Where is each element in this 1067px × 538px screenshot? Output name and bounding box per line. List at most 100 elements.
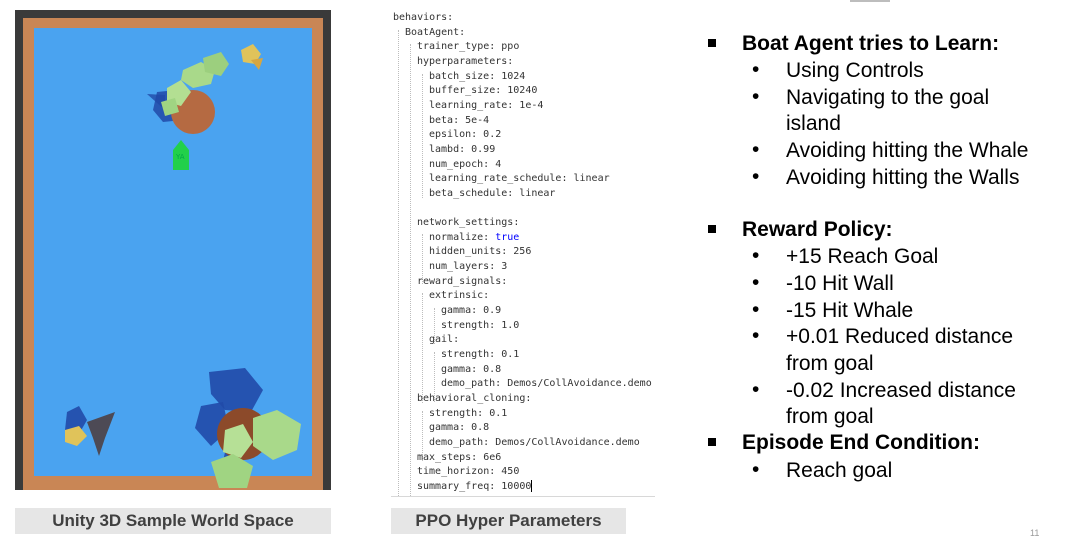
config-line: beta: 5e-4: [429, 114, 489, 129]
whale: [87, 412, 115, 456]
config-line-text: gail:: [429, 334, 460, 346]
config-line-text: summary_freq: 10000: [417, 480, 532, 492]
tree-shadow: [147, 94, 165, 110]
config-line-text: learning_rate: 1e-4: [429, 99, 544, 111]
bullet-text: -10 Hit Wall: [786, 272, 894, 295]
bullet-text: Avoiding hitting the Walls: [786, 166, 1020, 189]
config-line-text: demo_path: Demos/CollAvoidance.demo: [441, 378, 652, 390]
square-bullet-icon: [708, 225, 716, 233]
dot-bullet-icon: •: [752, 85, 760, 108]
config-line-text: hyperparameters:: [417, 55, 514, 67]
bullet-text: from goal: [786, 405, 874, 428]
config-line: strength: 1.0: [441, 319, 519, 334]
game-caption: Unity 3D Sample World Space: [15, 508, 331, 534]
boolean-value: true: [495, 231, 520, 243]
whale-float: [65, 426, 87, 446]
game-view: YA: [15, 10, 331, 490]
bullet-text: Avoiding hitting the Whale: [786, 139, 1029, 162]
dot-bullet-icon: •: [752, 138, 760, 161]
config-line-text: behaviors:: [393, 12, 454, 23]
indent-guide: [434, 308, 435, 344]
config-line: learning_rate: 1e-4: [429, 99, 543, 114]
config-line: extrinsic:: [429, 289, 489, 304]
indent-guide: [434, 352, 435, 402]
whale-float: [241, 44, 261, 64]
bullet-text: -0.02 Increased distance: [786, 379, 1016, 402]
config-line-text: normalize:: [429, 231, 496, 243]
square-bullet-icon: [708, 39, 716, 47]
bullet-text: Navigating to the goal: [786, 86, 990, 109]
slide-number: 11: [1030, 528, 1040, 538]
config-line-text: buffer_size: 10240: [429, 85, 538, 97]
config-line: BoatAgent:: [405, 26, 465, 41]
config-line: strength: 0.1: [429, 407, 507, 422]
dot-bullet-icon: •: [752, 271, 760, 294]
top-decor-line: [850, 0, 890, 2]
config-line: network_settings:: [417, 216, 519, 231]
config-line: buffer_size: 10240: [429, 84, 537, 99]
tree: [223, 424, 253, 458]
config-line: batch_size: 1024: [429, 70, 525, 85]
indent-guide: [410, 44, 411, 496]
config-line: beta_schedule: linear: [429, 187, 555, 202]
config-line: behaviors:: [393, 11, 453, 26]
config-line: demo_path: Demos/CollAvoidance.demo: [441, 377, 652, 392]
config-line-text: beta_schedule: linear: [429, 187, 556, 199]
bullet-text: +15 Reach Goal: [786, 245, 939, 268]
config-line-text: learning_rate_schedule: linear: [429, 173, 610, 185]
config-line-text: epsilon: 0.2: [429, 129, 502, 141]
bullet-text: Reach goal: [786, 459, 893, 482]
square-bullet-icon: [708, 438, 716, 446]
config-line: time_horizon: 450: [417, 465, 519, 480]
dot-bullet-icon: •: [752, 58, 760, 81]
dot-bullet-icon: •: [752, 324, 760, 347]
config-line-text: strength: 0.1: [441, 348, 520, 360]
config-line-text: extrinsic:: [429, 290, 490, 302]
config-line: trainer_type: ppo: [417, 40, 519, 55]
config-line: reward_signals:: [417, 275, 507, 290]
heading-text: Boat Agent tries to Learn:: [742, 32, 1000, 55]
config-line: epsilon: 0.2: [429, 128, 501, 143]
config-line: learning_rate_schedule: linear: [429, 172, 610, 187]
config-line: summary_freq: 10000: [417, 479, 533, 495]
tree: [211, 454, 253, 488]
svg-text:YA: YA: [175, 153, 185, 161]
config-line-text: behavioral_cloning:: [417, 392, 532, 404]
config-line: lambd: 0.99: [429, 143, 495, 158]
tree: [161, 98, 179, 116]
dot-bullet-icon: •: [752, 378, 760, 401]
config-line: behavioral_cloning:: [417, 392, 531, 407]
dot-bullet-icon: •: [752, 458, 760, 481]
config-line-text: reward_signals:: [417, 275, 508, 287]
config-line-text: demo_path: Demos/CollAvoidance.demo: [429, 436, 640, 448]
config-line-text: batch_size: 1024: [429, 70, 526, 82]
heading-text: Episode End Condition:: [742, 431, 980, 454]
config-caption: PPO Hyper Parameters: [391, 508, 626, 534]
config-line-text: time_horizon: 450: [417, 466, 520, 478]
bullet-text: -15 Hit Whale: [786, 299, 914, 322]
text-cursor: [531, 479, 533, 492]
config-line-text: gamma: 0.8: [429, 422, 490, 434]
bullet-text: island: [786, 112, 841, 135]
config-line-text: gamma: 0.9: [441, 305, 502, 316]
config-line-text: network_settings:: [417, 217, 520, 229]
config-line: gamma: 0.8: [429, 421, 489, 436]
config-line-text: num_epoch: 4: [429, 158, 502, 170]
heading-text: Reward Policy:: [742, 218, 893, 241]
boat: [173, 140, 189, 170]
tree: [203, 52, 229, 76]
config-line: demo_path: Demos/CollAvoidance.demo: [429, 436, 640, 451]
config-line: hyperparameters:: [417, 55, 513, 70]
config-line-text: num_layers: 3: [429, 261, 508, 273]
config-line: num_epoch: 4: [429, 158, 501, 173]
config-line: hidden_units: 256: [429, 245, 531, 260]
island-shadow: [209, 368, 263, 412]
bullet-text: from goal: [786, 352, 874, 375]
dot-bullet-icon: •: [752, 298, 760, 321]
config-line: gamma: 0.8: [441, 363, 501, 378]
config-line-text: gamma: 0.8: [441, 363, 502, 375]
dot-bullet-icon: •: [752, 165, 760, 188]
indent-guide: [422, 74, 423, 198]
indent-guide: [422, 234, 423, 284]
